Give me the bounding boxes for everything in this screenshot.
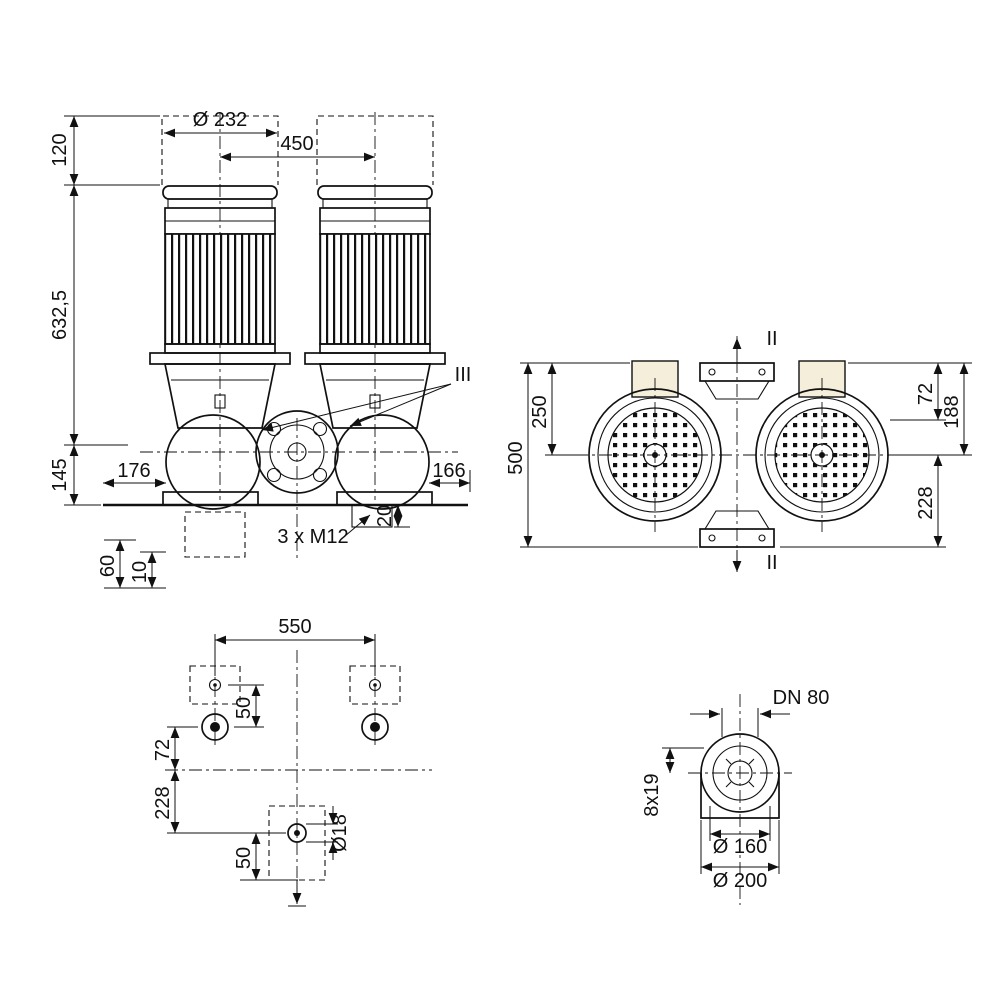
dim-tapped-holes: 3 x M12: [277, 526, 348, 548]
dim-height-base: 145: [49, 458, 71, 491]
dim-bolt-circle: Ø 160: [713, 836, 767, 858]
dim-pad-thickness: 20: [374, 505, 396, 527]
section-label-ii-bottom: II: [766, 552, 777, 574]
dim-overall-width: 500: [505, 441, 527, 474]
terminal-boxes: [631, 360, 846, 398]
motor-removal-clearance: [161, 115, 434, 185]
base-dimension-lines: [167, 634, 376, 907]
dim-row-offset-b: 228: [152, 786, 174, 819]
dim-offset-left: 176: [117, 460, 150, 482]
flange-detail-view: DN 80 8x19 Ø 160 Ø 200: [641, 687, 829, 905]
dim-bolt-holes: 8x19: [641, 773, 663, 816]
dim-offset-right: 166: [432, 460, 465, 482]
dim-axis-spacing: 450: [280, 133, 313, 155]
section-label-ii-top: II: [766, 328, 777, 350]
front-dimension-lines: [64, 115, 471, 589]
front-dimension-labels: 120 632,5 145 Ø 232 450 176 166 3 x M12 …: [49, 109, 471, 583]
dim-nominal-diameter: DN 80: [773, 687, 830, 709]
dim-foundation-depth: 60: [97, 555, 119, 577]
top-dimension-lines: [520, 362, 972, 548]
top-centerlines: [575, 336, 905, 574]
dim-removal-space: 120: [49, 133, 71, 166]
flange-dimension-labels: DN 80 8x19 Ø 160 Ø 200: [641, 687, 829, 892]
flange-dimension-lines: [662, 708, 790, 874]
top-view: 500 250 72 188 228 II II: [505, 328, 972, 574]
anchor-pads: [189, 665, 401, 881]
dim-bolt-span: 550: [278, 616, 311, 638]
flange-body: [700, 733, 780, 819]
dim-hole-diameter: Ø18: [329, 814, 351, 852]
dim-hole-offset-lower: 50: [233, 847, 255, 869]
dim-half-width: 250: [529, 395, 551, 428]
dim-outer-diameter: Ø 200: [713, 870, 767, 892]
motor-left: [149, 185, 291, 429]
motor-right: [304, 185, 446, 429]
dim-height-total: 632,5: [49, 290, 71, 340]
dim-offset-c: 228: [915, 486, 937, 519]
base-dimension-labels: 550 50 72 228 50 Ø18: [152, 616, 351, 869]
dim-offset-a: 72: [915, 383, 937, 405]
dim-offset-b: 188: [941, 395, 963, 428]
front-view: 120 632,5 145 Ø 232 450 176 166 3 x M12 …: [49, 109, 471, 589]
base-centerlines: [165, 650, 432, 878]
section-label-iii: III: [455, 364, 472, 386]
base-plan-view: 550 50 72 228 50 Ø18: [152, 616, 432, 907]
dim-motor-diameter: Ø 232: [193, 109, 247, 131]
dim-hole-offset-upper: 50: [233, 697, 255, 719]
dim-grout-thickness: 10: [129, 561, 151, 583]
top-dimension-labels: 500 250 72 188 228 II II: [505, 328, 963, 574]
dim-row-offset-a: 72: [152, 739, 174, 761]
pump-casing-front: [103, 410, 468, 558]
